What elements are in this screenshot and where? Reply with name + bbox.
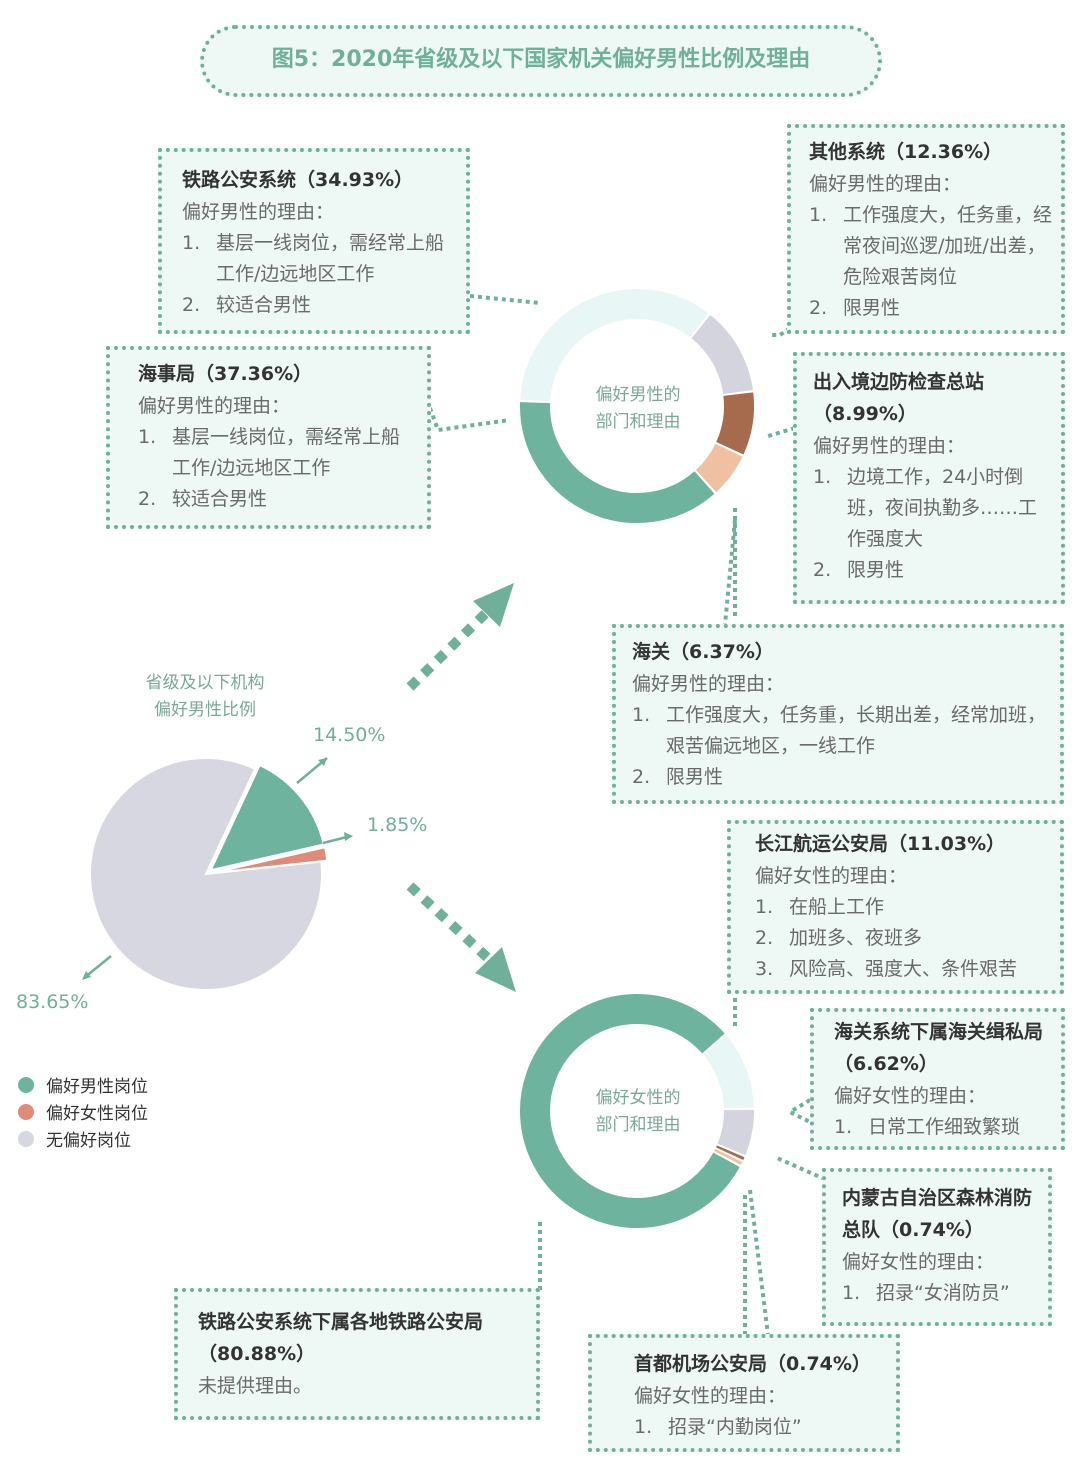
box-subheading: 偏好男性的理由：: [809, 173, 962, 195]
arrow-down-shaft: [406, 882, 494, 964]
pie-slice-none: [89, 757, 323, 991]
connector-other: [770, 326, 792, 337]
box-subheading: 偏好男性的理由：: [138, 395, 291, 417]
box-subheading: 偏好男性的理由：: [813, 435, 966, 457]
legend-swatch: [18, 1130, 34, 1147]
reason-item: 1.招录“女消防员”: [842, 1282, 1010, 1304]
connector-border: [764, 426, 796, 439]
box-heading: 海关系统下属海关缉私局（6.62%）: [834, 1021, 1044, 1075]
box-yangtze-police: 长江航运公安局（11.03%） 偏好女性的理由： 1.在船上工作 2.加班多、夜班多 3…: [727, 820, 1064, 994]
box-railway-police: 铁路公安系统（34.93%） 偏好男性的理由： 1.基层一线岗位，需经常上船工作/边…: [158, 148, 470, 334]
reason-item: 1.招录“内勤岗位”: [634, 1416, 802, 1438]
legend: 偏好男性岗位 偏好女性岗位 无偏好岗位: [18, 1071, 148, 1152]
box-railway-bureaus: 铁路公安系统下属各地铁路公安局（80.88%） 未提供理由。: [174, 1288, 540, 1420]
donut-segment: [695, 443, 743, 493]
donut-segment: [714, 1149, 743, 1165]
box-heading: 出入境边防检查总站（8.99%）: [813, 371, 985, 425]
box-subheading: 偏好男性的理由：: [632, 673, 785, 695]
donut-segment: [691, 314, 753, 395]
figure-title-box: 图5：2020年省级及以下国家机关偏好男性比例及理由: [200, 25, 882, 97]
reason-item: 2.较适合男性: [182, 294, 312, 316]
reason-item: 1.基层一线岗位，需经常上船工作/边远地区工作: [138, 426, 401, 479]
female-donut-center-label: 偏好女性的 部门和理由: [595, 1088, 681, 1135]
pie-slice-female: [211, 846, 329, 875]
legend-swatch: [18, 1103, 34, 1120]
box-subheading: 偏好女性的理由：: [842, 1251, 995, 1273]
box-heading: 其他系统（12.36%）: [809, 141, 1003, 163]
male-donut-chart: [520, 289, 754, 523]
pie-label-female: 1.85%: [367, 814, 428, 836]
connector-railway: [469, 294, 541, 305]
box-heading: 铁路公安系统下属各地铁路公安局（80.88%）: [198, 1311, 484, 1365]
box-other-systems: 其他系统（12.36%） 偏好男性的理由： 1.工作强度大，任务重，经常夜间巡逻/加…: [787, 124, 1065, 334]
reason-item: 2.限男性: [632, 766, 724, 788]
donut-segment: [715, 392, 754, 455]
pie-title: 省级及以下机构 偏好男性比例: [145, 673, 265, 720]
reason-item: 3.风险高、强度大、条件艰苦: [755, 958, 1018, 980]
connector-customs-2: [723, 519, 737, 626]
box-subheading: 偏好女性的理由：: [634, 1385, 787, 1407]
legend-swatch: [18, 1076, 34, 1093]
donut-segment: [703, 1035, 754, 1109]
reason-item: 1.边境工作，24小时倒班，夜间执勤多……工作强度大: [813, 466, 1038, 550]
reason-item: 2.加班多、夜班多: [755, 927, 923, 949]
box-customs: 海关（6.37%） 偏好男性的理由： 1.工作强度大，任务重，长期出差，经常加班，艰…: [612, 624, 1064, 804]
reason-item: 1.基层一线岗位，需经常上船工作/边远地区工作: [182, 232, 445, 285]
legend-item-none: 无偏好岗位: [18, 1125, 148, 1152]
box-heading: 首都机场公安局（0.74%）: [634, 1353, 871, 1375]
pie-slice-male: [208, 763, 325, 872]
donut-segment: [520, 402, 715, 523]
reason-item: 1.在船上工作: [755, 896, 885, 918]
box-heading: 铁路公安系统（34.93%）: [182, 169, 414, 191]
arrow-up-head: [473, 583, 514, 627]
reason-item: 2.限男性: [809, 297, 901, 319]
pie-chart: [89, 757, 329, 991]
figure-title: 图5：2020年省级及以下国家机关偏好男性比例及理由: [271, 47, 811, 72]
reason-item: 2.较适合男性: [138, 488, 268, 510]
arrow-down-head: [475, 947, 516, 992]
box-airport-police: 首都机场公安局（0.74%） 偏好女性的理由： 1.招录“内勤岗位”: [588, 1334, 900, 1452]
pie-label-male: 14.50%: [313, 724, 386, 746]
connector-maritime: [428, 407, 511, 433]
box-border-inspection: 出入境边防检查总站（8.99%） 偏好男性的理由： 1.边境工作，24小时倒班，夜间…: [793, 352, 1065, 604]
legend-item-male: 偏好男性岗位: [18, 1071, 148, 1098]
box-subheading: 偏好男性的理由：: [182, 201, 335, 223]
arrow-up-shaft: [406, 608, 491, 691]
box-heading: 内蒙古自治区森林消防总队（0.74%）: [842, 1187, 1033, 1241]
donut-segment: [520, 289, 709, 402]
connector-anti-smuggling: [785, 1098, 812, 1124]
box-maritime: 海事局（37.36%） 偏好男性的理由： 1.基层一线岗位，需经常上船工作/边远地区…: [106, 346, 431, 529]
connector-airport-2: [748, 1189, 770, 1336]
box-anti-smuggling: 海关系统下属海关缉私局（6.62%） 偏好女性的理由： 1.日常工作细致繁琐: [810, 1008, 1065, 1150]
pie-label-none: 83.65%: [16, 991, 89, 1013]
box-subheading: 偏好女性的理由：: [834, 1085, 987, 1107]
box-heading: 海关（6.37%）: [632, 641, 774, 663]
legend-item-female: 偏好女性岗位: [18, 1098, 148, 1125]
donut-segment: [715, 1145, 745, 1160]
box-subheading: 未提供理由。: [198, 1375, 313, 1397]
donut-segment: [717, 1109, 754, 1155]
box-heading: 海事局（37.36%）: [138, 363, 313, 385]
reason-item: 1.工作强度大，任务重，经常夜间巡逻/加班/出差，危险艰苦岗位: [809, 204, 1053, 288]
donut-segment: [520, 994, 740, 1228]
reason-item: 2.限男性: [813, 559, 905, 581]
box-heading: 长江航运公安局（11.03%）: [755, 833, 1006, 855]
female-donut-chart: [520, 994, 754, 1228]
male-donut-center-label: 偏好男性的 部门和理由: [595, 385, 681, 432]
box-forest-fire: 内蒙古自治区森林消防总队（0.74%） 偏好女性的理由： 1.招录“女消防员”: [822, 1168, 1052, 1326]
reason-item: 1.工作强度大，任务重，长期出差，经常加班，艰苦偏远地区，一线工作: [632, 704, 1047, 757]
reason-item: 1.日常工作细致繁琐: [834, 1116, 1021, 1138]
box-subheading: 偏好女性的理由：: [755, 865, 908, 887]
